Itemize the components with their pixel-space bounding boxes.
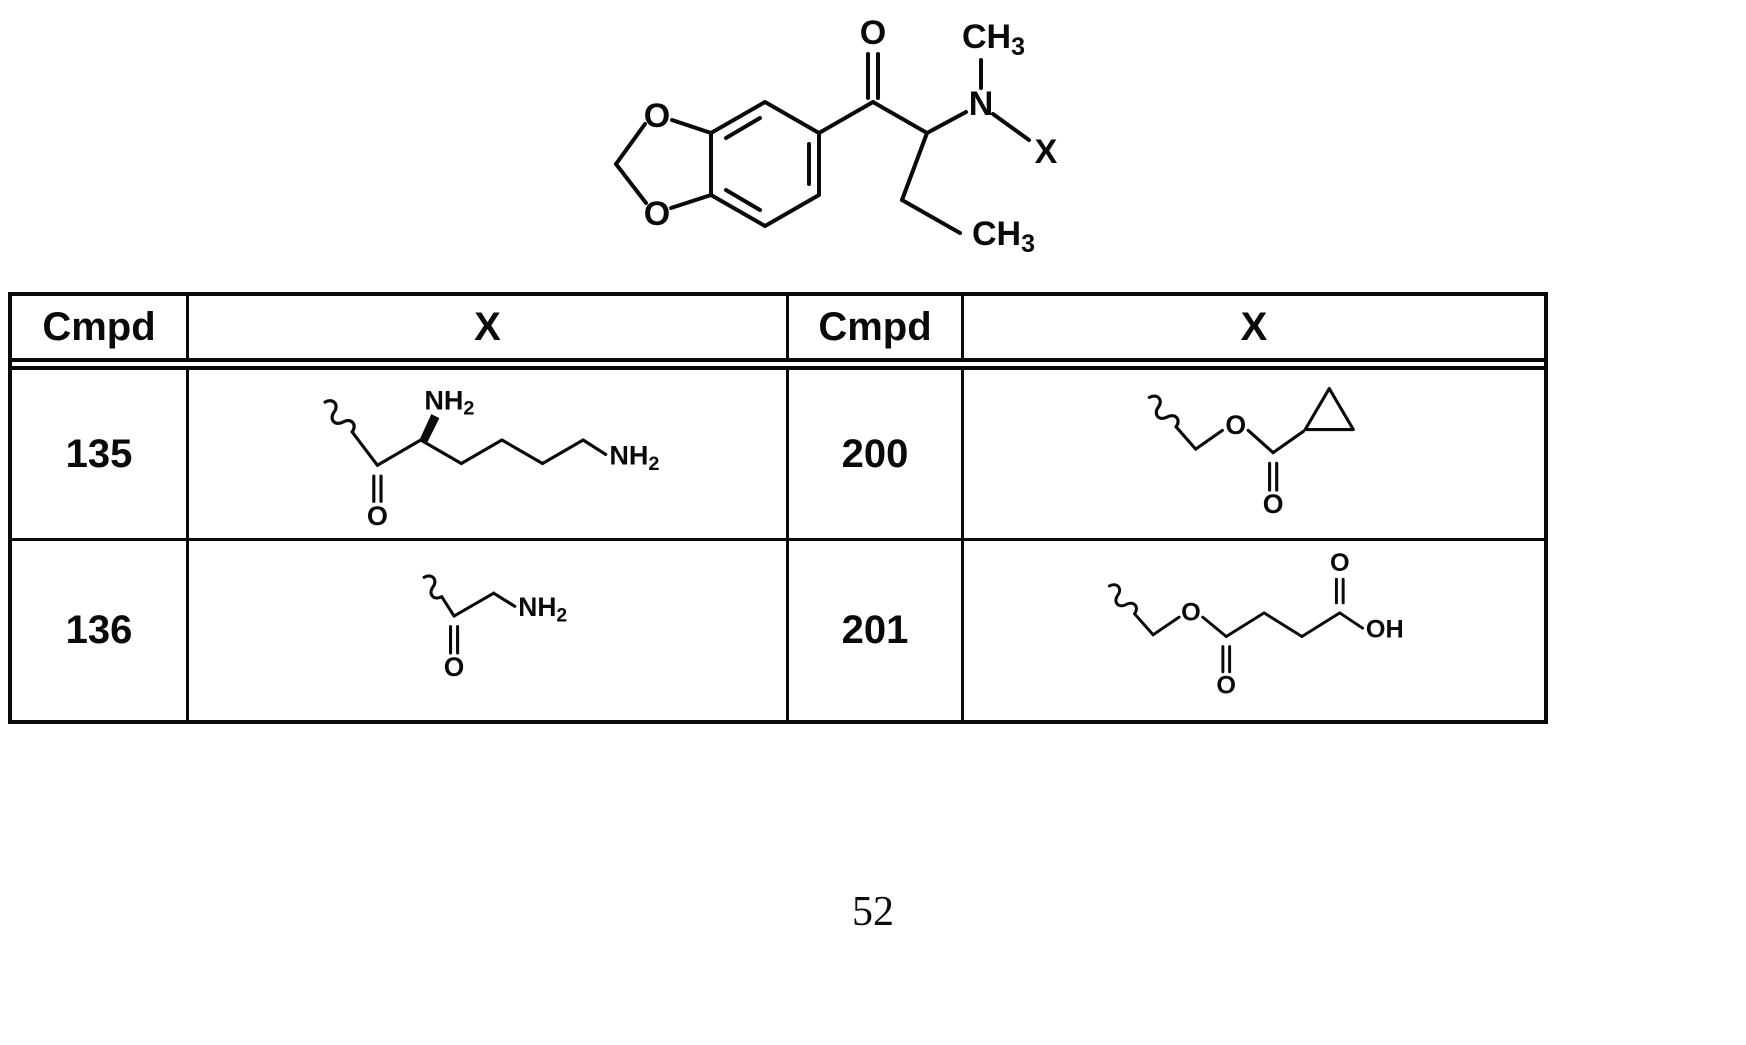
- cyclopropyl-ring: [1303, 386, 1355, 432]
- structure-201: O O O OH: [1107, 549, 1404, 699]
- acid-carbonyl-oxygen-label: O: [1330, 549, 1350, 577]
- attachment-squiggle: [1107, 582, 1138, 615]
- nitrogen-label: N: [969, 85, 994, 123]
- header-x-left: X: [189, 296, 789, 358]
- attachment-squiggle: [422, 573, 444, 600]
- ester-carbonyl-oxygen-label: O: [1216, 671, 1236, 699]
- structure-200: O O: [1147, 386, 1355, 519]
- cmpd-number-cell-201: 201: [789, 538, 964, 720]
- structure-cell-135: O NH2 NH2: [189, 370, 789, 538]
- alpha-amine-label: NH2: [424, 384, 474, 419]
- ester-oxygen-label: O: [1181, 598, 1201, 626]
- carbonyl-oxygen-label: O: [444, 651, 465, 681]
- carbonyl-oxygen-label: O: [1263, 489, 1284, 519]
- structure-136: O NH2: [422, 573, 567, 681]
- carbonyl-oxygen-label: O: [367, 500, 388, 531]
- structure-cell-136: O NH2: [189, 538, 789, 720]
- structure-cell-200: O O: [964, 370, 1544, 538]
- benzodioxole-ring: O O: [614, 97, 821, 233]
- header-cmpd-left: Cmpd: [12, 296, 189, 358]
- stereo-wedge: [420, 414, 440, 443]
- page-number: 52: [852, 889, 894, 935]
- cmpd-number-cell-136: 136: [12, 538, 189, 720]
- terminal-amine-label: NH2: [609, 439, 659, 474]
- cmpd-number-cell-200: 200: [789, 370, 964, 538]
- structure-cell-201: O O O OH: [964, 538, 1544, 720]
- header-cmpd-right: Cmpd: [789, 296, 964, 358]
- n-methyl-label: CH3: [962, 18, 1025, 61]
- compound-table: Cmpd X Cmpd X 135 O NH2 NH2: [8, 292, 1548, 724]
- header-divider: [12, 358, 1544, 370]
- ester-oxygen-label: O: [1225, 410, 1246, 440]
- dioxole-oxygen-bottom-label: O: [644, 195, 670, 233]
- structure-135: O NH2 NH2: [323, 384, 659, 531]
- attachment-squiggle: [323, 399, 356, 434]
- x-substituent-label: X: [1035, 133, 1058, 171]
- ethyl-methyl-label: CH3: [972, 215, 1035, 258]
- ketone-oxygen-label: O: [860, 14, 886, 52]
- header-x-right: X: [1240, 304, 1268, 349]
- dioxole-oxygen-top-label: O: [644, 97, 670, 135]
- attachment-squiggle: [1147, 394, 1180, 429]
- hydroxyl-label: OH: [1366, 615, 1404, 643]
- main-structure: O O O N CH3 X CH3: [614, 14, 1058, 258]
- side-chain: O N CH3 X CH3: [817, 14, 1058, 258]
- amine-label: NH2: [518, 592, 567, 626]
- cmpd-number-cell-135: 135: [12, 370, 189, 538]
